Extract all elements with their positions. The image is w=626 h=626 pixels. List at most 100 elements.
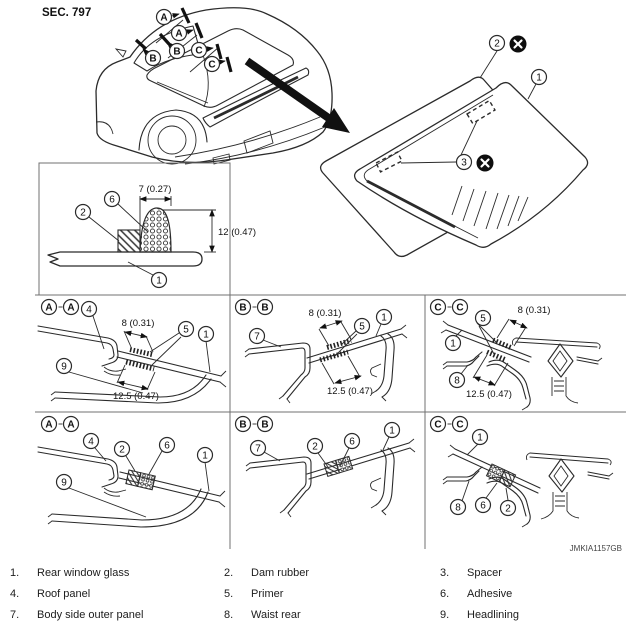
legend-number: 2. bbox=[224, 567, 234, 579]
waist-rear-line bbox=[446, 351, 483, 367]
legend-item: 2. Dam rubber bbox=[224, 567, 440, 579]
legend-label: Rear window glass bbox=[37, 567, 130, 579]
body-side-panel-line bbox=[249, 456, 312, 514]
svg-text:2: 2 bbox=[80, 208, 86, 219]
rear-glass-outline bbox=[146, 28, 294, 108]
panel-label-aa: A A bbox=[40, 298, 80, 316]
glass-line bbox=[116, 350, 222, 383]
legend-number: 1. bbox=[10, 567, 20, 579]
primer-strip bbox=[326, 338, 352, 350]
legend-label: Body side outer panel bbox=[37, 609, 144, 621]
callout-1-glass: 1 bbox=[127, 261, 168, 289]
car-illustration: A A B B C C bbox=[95, 7, 333, 165]
section-marker-c-2: C bbox=[203, 55, 226, 73]
detail-box-border bbox=[38, 162, 231, 296]
lower-panel-line bbox=[486, 476, 531, 525]
callout-2-dam: 2 bbox=[306, 437, 329, 468]
bumper-line-2 bbox=[184, 126, 326, 165]
svg-text:C: C bbox=[456, 420, 463, 431]
primer-strip bbox=[125, 359, 155, 372]
x-symbol-icon bbox=[476, 154, 494, 172]
dim-adhesive-height: 12 (0.47) bbox=[163, 209, 258, 253]
callout-1-glass: 1 bbox=[382, 421, 401, 451]
callout-3-spacer: 3 bbox=[400, 120, 494, 172]
legend-item: 3. Spacer bbox=[440, 567, 626, 579]
legend-number: 4. bbox=[10, 588, 20, 600]
svg-text:B: B bbox=[261, 303, 268, 314]
adhesive-detail: 7 (0.27) 12 (0.47) 2 6 1 bbox=[47, 183, 258, 289]
legend-label: Roof panel bbox=[37, 588, 91, 600]
primer-strip bbox=[129, 347, 153, 357]
glass-inner-edge bbox=[363, 94, 494, 239]
legend-number: 3. bbox=[440, 567, 450, 579]
callout-2-dam: 2 bbox=[113, 440, 136, 472]
callout-5-primer: 5 bbox=[149, 320, 195, 366]
roof-rail-line bbox=[529, 452, 609, 464]
figure-code: JMKIA1157GB bbox=[570, 544, 622, 553]
svg-text:6: 6 bbox=[109, 195, 115, 206]
rear-wheel-hub bbox=[157, 125, 187, 155]
svg-text:6: 6 bbox=[349, 437, 355, 448]
legend-item: 9. Headlining bbox=[440, 609, 626, 621]
parts-legend: 1. Rear window glass 2. Dam rubber 3. Sp… bbox=[0, 562, 626, 621]
bumper-line-1 bbox=[174, 116, 321, 158]
x-symbol-icon bbox=[509, 35, 527, 53]
roof-flange-hook bbox=[103, 487, 127, 497]
pointer-arrow-icon bbox=[244, 57, 350, 133]
svg-text:A: A bbox=[45, 420, 52, 431]
dim-primer-width: 8 (0.31) bbox=[120, 317, 156, 353]
callout-1-glass: 1 bbox=[196, 446, 214, 492]
svg-text:8: 8 bbox=[455, 503, 461, 514]
dam-and-adhesive-block bbox=[125, 469, 156, 491]
section-marker-c-1: C bbox=[190, 41, 214, 59]
glass-diagram: 2 1 3 bbox=[319, 34, 589, 258]
callout-1-glass: 1 bbox=[466, 428, 489, 456]
dam-and-adhesive-block bbox=[485, 463, 517, 488]
legend-item: 6. Adhesive bbox=[440, 588, 626, 600]
waist-rear-line bbox=[446, 466, 483, 482]
cut-tick-c1 bbox=[215, 43, 223, 60]
svg-text:7: 7 bbox=[254, 332, 260, 343]
panel-cc-section-parts: C C 1 8 bbox=[429, 415, 614, 528]
svg-text:7 (0.27): 7 (0.27) bbox=[139, 184, 172, 195]
side-window bbox=[133, 25, 202, 72]
callout-1-glass: 1 bbox=[197, 325, 215, 373]
svg-text:7: 7 bbox=[255, 444, 261, 455]
lower-panel-line bbox=[486, 359, 531, 408]
rear-wheel-arch bbox=[138, 109, 208, 151]
panel-cc-section-dims: C C 8 (0.31) 12.5 (0.47) bbox=[429, 298, 603, 411]
seal-diamond bbox=[547, 343, 574, 378]
svg-text:B: B bbox=[239, 303, 246, 314]
svg-text:4: 4 bbox=[86, 305, 92, 316]
legend-item: 5. Primer bbox=[224, 588, 440, 600]
section-marker-a-1: A bbox=[155, 8, 180, 26]
callout-6-adhesive: 6 bbox=[103, 190, 149, 233]
dam-rubber-section bbox=[117, 229, 141, 253]
svg-text:C: C bbox=[195, 46, 202, 57]
svg-text:12.5 (0.47): 12.5 (0.47) bbox=[113, 391, 159, 402]
svg-text:C: C bbox=[456, 303, 463, 314]
callout-5-primer: 5 bbox=[334, 317, 371, 357]
svg-text:1: 1 bbox=[450, 339, 456, 350]
callout-2-dam: 2 bbox=[74, 203, 120, 242]
callout-4-roof-panel: 4 bbox=[82, 432, 107, 462]
cut-line-c bbox=[189, 46, 220, 73]
svg-text:B: B bbox=[239, 420, 246, 431]
legend-item: 7. Body side outer panel bbox=[10, 609, 224, 621]
body-opening-outline bbox=[319, 76, 559, 258]
dim-primer-width: 8 (0.31) bbox=[307, 307, 352, 347]
svg-text:1: 1 bbox=[389, 426, 395, 437]
taillight-band bbox=[213, 75, 299, 120]
svg-text:3: 3 bbox=[461, 158, 467, 169]
callout-8-waist-rear: 8 bbox=[449, 480, 470, 516]
car-body-outline bbox=[95, 7, 333, 164]
adhesive-bead-section bbox=[139, 207, 172, 253]
panel-bb-section-parts: B B 7 2 6 1 bbox=[234, 415, 416, 518]
callout-2-dam: 2 bbox=[499, 487, 517, 517]
headlining-line bbox=[54, 374, 212, 404]
channel-line bbox=[381, 333, 395, 398]
cut-line-a1 bbox=[155, 19, 184, 44]
legend-label: Dam rubber bbox=[251, 567, 310, 579]
panel-aa-section-dims: A A 8 (0.31) 12.5 (0.47) 4 bbox=[37, 298, 227, 404]
legend-number: 6. bbox=[440, 588, 450, 600]
